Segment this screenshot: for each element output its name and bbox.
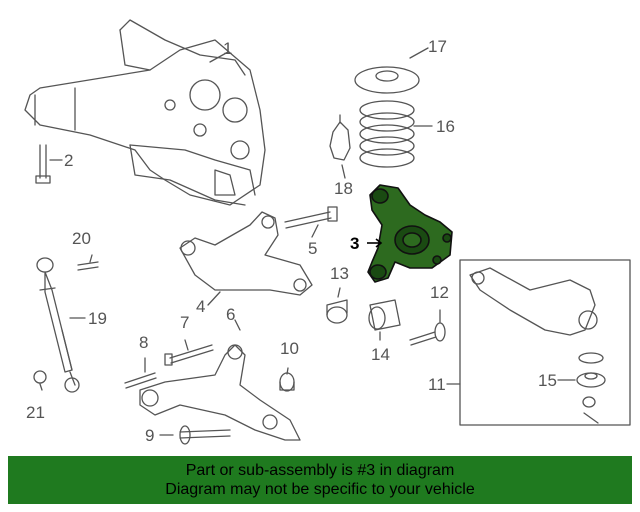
shock-lower-nut <box>33 370 47 384</box>
bushing-small <box>326 299 348 324</box>
lower-control-arm <box>139 344 301 441</box>
shock-upper-bolt <box>77 261 99 271</box>
subframe-bolt <box>35 144 51 184</box>
banner-line-2: Diagram may not be specific to your vehi… <box>165 481 475 498</box>
shock-absorber <box>36 257 80 393</box>
lower-arm-bolt-8 <box>124 372 157 389</box>
callout-2: 2 <box>64 151 74 170</box>
callout-17: 17 <box>428 37 447 56</box>
callout-5: 5 <box>308 239 318 258</box>
lower-arm-assembly-box <box>459 259 631 426</box>
callout-13: 13 <box>330 264 349 283</box>
lower-arm-bolt-7 <box>164 344 214 366</box>
steering-knuckle-highlighted <box>367 184 453 283</box>
callout-4: 4 <box>196 297 206 316</box>
callout-7: 7 <box>180 313 190 332</box>
cam-bolt <box>179 425 231 445</box>
callout-20: 20 <box>72 229 91 248</box>
callout-9: 9 <box>145 426 155 445</box>
adjust-bolt <box>409 322 446 346</box>
upper-control-arm <box>179 211 313 296</box>
coil-spring <box>359 100 415 168</box>
bump-stop <box>329 114 351 161</box>
callout-8: 8 <box>139 333 149 352</box>
subframe-crossmember <box>24 19 266 206</box>
info-banner: Part or sub-assembly is #3 in diagram Di… <box>8 456 632 504</box>
callout-18: 18 <box>334 179 353 198</box>
callout-11: 11 <box>428 375 446 394</box>
callout-15: 15 <box>538 371 557 390</box>
spring-upper-insulator <box>354 66 420 94</box>
callout-16: 16 <box>436 117 455 136</box>
callout-6: 6 <box>226 305 236 324</box>
callout-19: 19 <box>88 309 107 328</box>
callout-21: 21 <box>26 403 45 422</box>
ball-joint-parts <box>576 352 606 424</box>
lower-bushing <box>279 372 295 392</box>
long-bolt <box>284 206 338 229</box>
callout-1: 1 <box>223 39 233 58</box>
callout-3: 3 <box>350 234 360 253</box>
callout-14: 14 <box>371 345 390 364</box>
callout-10: 10 <box>280 339 299 358</box>
callout-12: 12 <box>430 283 449 302</box>
bushing-large <box>368 299 401 331</box>
banner-line-1: Part or sub-assembly is #3 in diagram <box>185 462 455 479</box>
